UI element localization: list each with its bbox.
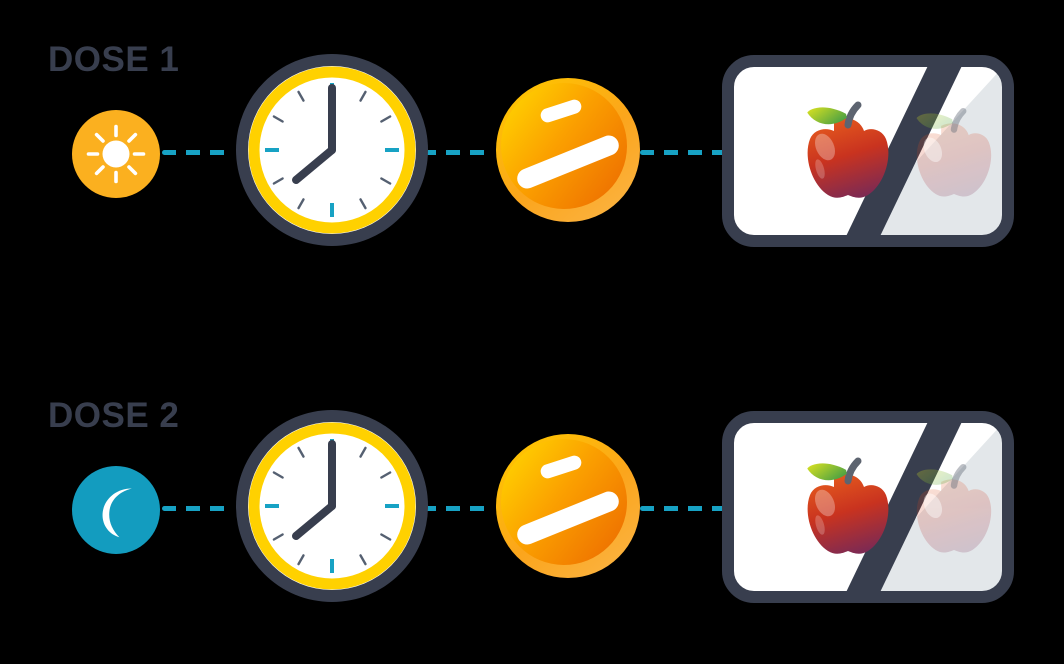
connector-pill-to-food: [640, 150, 730, 155]
dose-row-1: DOSE 1: [0, 0, 1064, 300]
connector-moon-to-clock: [162, 506, 234, 511]
dose-1-label: DOSE 1: [48, 40, 180, 79]
food-card-icon: [722, 55, 1014, 247]
connector-pill-to-food: [640, 506, 730, 511]
pill-icon: [494, 76, 642, 224]
connector-sun-to-clock: [162, 150, 234, 155]
pill-icon: [494, 432, 642, 580]
dose-row-2: DOSE 2: [0, 356, 1064, 656]
connector-clock-to-pill: [422, 150, 494, 155]
clock-icon: [234, 52, 430, 248]
moon-icon: [72, 466, 160, 554]
clock-icon: [234, 408, 430, 604]
sun-icon: [72, 110, 160, 198]
connector-clock-to-pill: [422, 506, 494, 511]
dose-2-label: DOSE 2: [48, 396, 180, 435]
food-card-icon: [722, 411, 1014, 603]
